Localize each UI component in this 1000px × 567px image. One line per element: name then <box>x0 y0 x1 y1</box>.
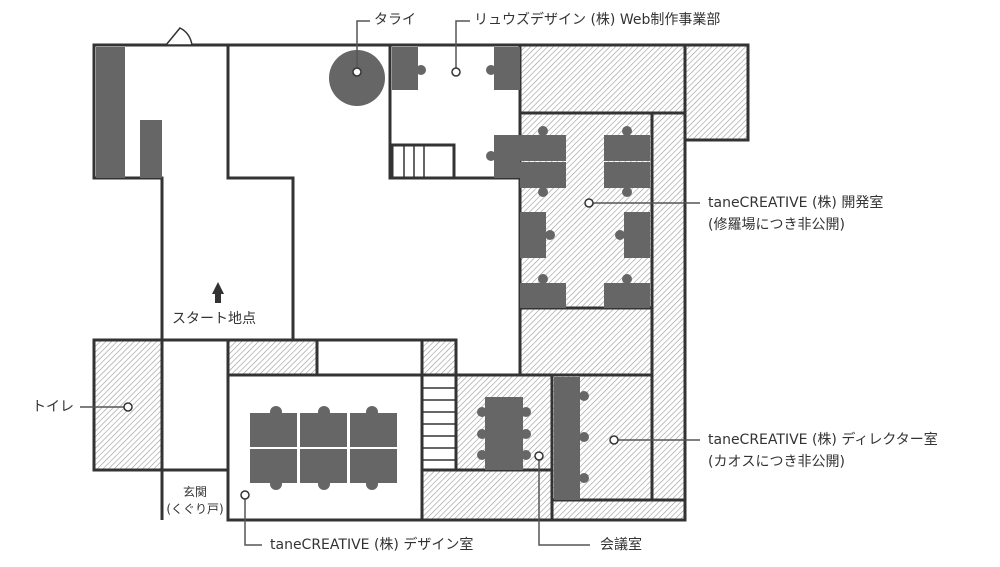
storage-area <box>518 43 687 115</box>
label-entrance: 玄関 <box>182 485 207 499</box>
stairs <box>420 373 458 472</box>
label-start: スタート地点 <box>172 311 256 327</box>
label-dev-room: taneCREATIVE (株) 開発室 <box>708 195 884 211</box>
storage-area <box>226 338 319 377</box>
corridor <box>650 111 687 502</box>
door-icon <box>164 27 193 46</box>
label-dev-note: (修羅場につき非公開) <box>708 217 845 233</box>
label-toilet: トイレ <box>32 399 74 415</box>
label-meeting-room: 会議室 <box>600 537 642 553</box>
label-design-room: taneCREATIVE (株) デザイン室 <box>270 537 474 553</box>
label-tarai: タライ <box>374 12 416 28</box>
furniture <box>96 47 650 500</box>
label-director-note: (カオスにつき非公開) <box>708 454 845 470</box>
storage-area <box>683 43 750 142</box>
stairs <box>390 143 456 180</box>
label-entrance-note: (くぐり戸) <box>166 502 224 516</box>
label-director-room: taneCREATIVE (株) ディレクター室 <box>708 432 938 448</box>
label-ryuuzu: リュウズデザイン (株) Web制作事業部 <box>474 12 721 28</box>
design-room <box>226 373 424 522</box>
hall-area <box>518 306 654 377</box>
tarai-icon <box>329 50 385 106</box>
start-arrow-icon <box>212 282 224 303</box>
leader-lines <box>80 20 700 546</box>
